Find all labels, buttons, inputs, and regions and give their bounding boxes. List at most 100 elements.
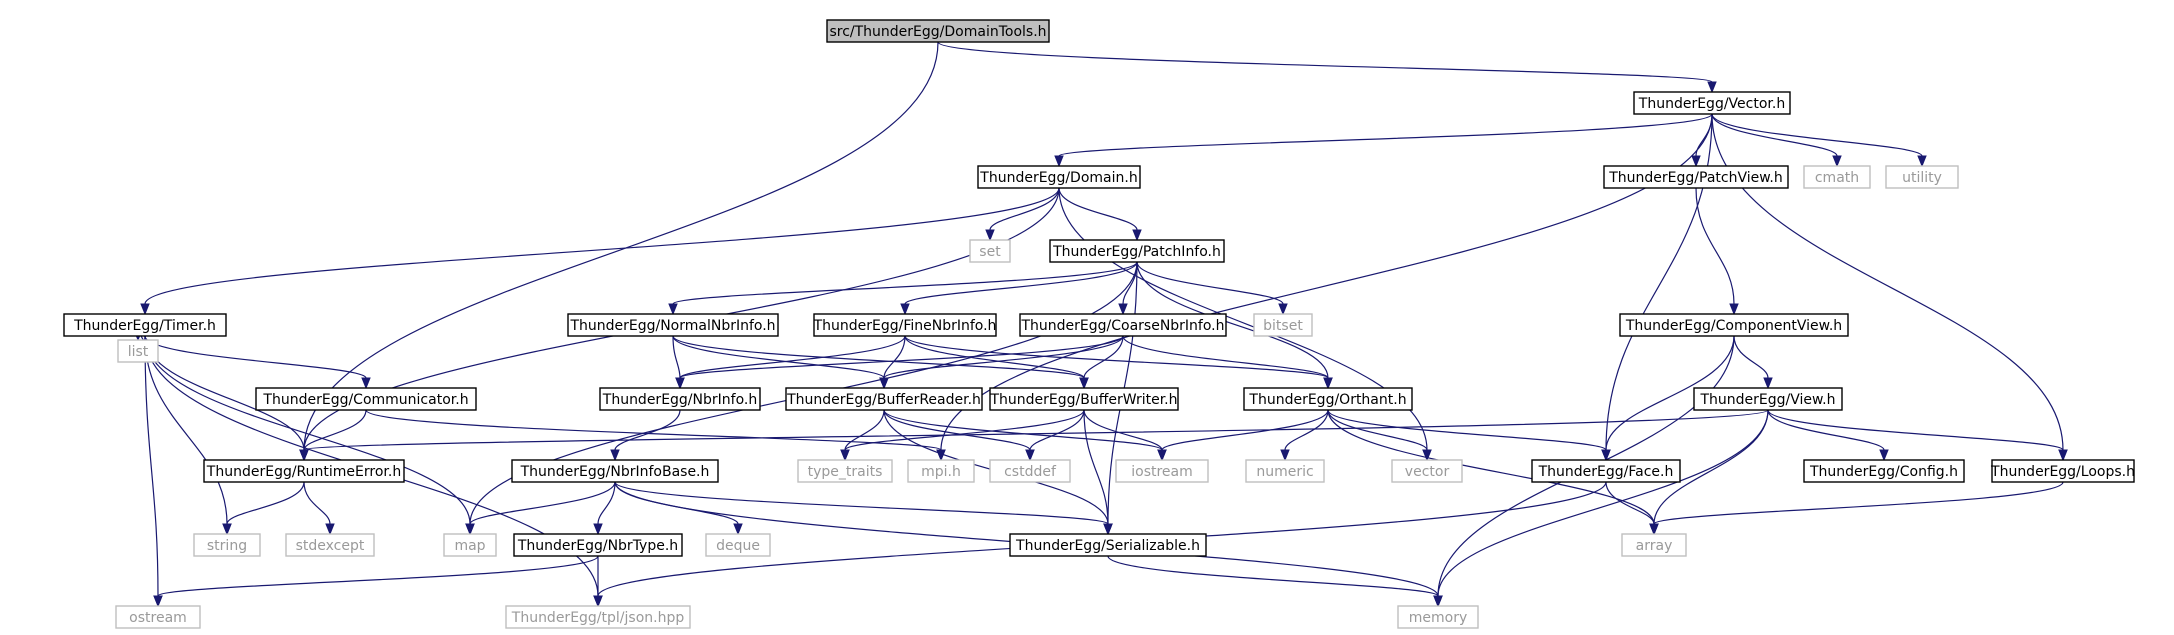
edge-nbrinfo_h-to-nbrinfobase_h xyxy=(610,409,681,462)
node-label: ThunderEgg/BufferReader.h xyxy=(786,392,981,408)
node-coarsenbrinfo-h[interactable]: ThunderEgg/CoarseNbrInfo.h xyxy=(1019,313,1227,337)
node-serializable-h[interactable]: ThunderEgg/Serializable.h xyxy=(1009,533,1207,557)
edge-domain_h-to-set xyxy=(985,187,1060,242)
node-view-h[interactable]: ThunderEgg/View.h xyxy=(1693,387,1843,411)
node-bitset: bitset xyxy=(1253,313,1313,337)
edge-view_h-to-config_h xyxy=(1767,409,1889,462)
node-box xyxy=(977,165,1141,189)
node-label: ThunderEgg/Config.h xyxy=(1809,464,1958,480)
edge-bufferwriter_h-to-iostream xyxy=(1083,409,1167,462)
node-label: ThunderEgg/Domain.h xyxy=(979,170,1137,186)
node-box xyxy=(285,533,375,557)
edge-vector_h-to-cmath xyxy=(1711,113,1842,168)
node-patchview-h[interactable]: ThunderEgg/PatchView.h xyxy=(1603,165,1789,189)
node-face-h[interactable]: ThunderEgg/Face.h xyxy=(1531,459,1681,483)
node-box xyxy=(1885,165,1959,189)
node-array: array xyxy=(1621,533,1687,557)
node-label: type_traits xyxy=(808,464,883,480)
node-label: cstddef xyxy=(1004,464,1057,480)
node-nbrinfo-h[interactable]: ThunderEgg/NbrInfo.h xyxy=(599,387,761,411)
edge-nbrinfobase_h-to-nbrtype_h xyxy=(593,481,616,536)
node-box xyxy=(513,533,683,557)
node-label: bitset xyxy=(1263,318,1303,334)
node-label: ostream xyxy=(129,610,187,626)
node-normalnbrinfo-h[interactable]: ThunderEgg/NormalNbrInfo.h xyxy=(567,313,779,337)
node-iostream: iostream xyxy=(1115,459,1209,483)
node-box xyxy=(705,533,771,557)
node-type-traits: type_traits xyxy=(797,459,893,483)
node-utility: utility xyxy=(1885,165,1959,189)
edge-patchinfo_h-to-finenbrinfo_h xyxy=(900,261,1138,316)
node-vector: vector xyxy=(1391,459,1463,483)
node-box xyxy=(63,313,227,337)
node-box xyxy=(1049,239,1225,263)
node-box xyxy=(1803,459,1965,483)
edge-timer_h-to-map xyxy=(144,335,475,536)
node-componentview-h[interactable]: ThunderEgg/ComponentView.h xyxy=(1619,313,1849,337)
node-box xyxy=(1397,605,1479,629)
node-label: utility xyxy=(1902,170,1942,186)
node-timer-h[interactable]: ThunderEgg/Timer.h xyxy=(63,313,227,337)
node-box xyxy=(117,339,159,363)
node-runtimeerror-h[interactable]: ThunderEgg/RuntimeError.h xyxy=(203,459,405,483)
node-label: ThunderEgg/Orthant.h xyxy=(1248,392,1406,408)
node-label: cmath xyxy=(1815,170,1859,186)
edge-view_h-to-loops_h xyxy=(1767,409,2068,462)
node-numeric: numeric xyxy=(1245,459,1325,483)
edge-patchinfo_h-to-normalnbrinfo_h xyxy=(668,261,1138,316)
node-label: numeric xyxy=(1256,464,1313,480)
node-string: string xyxy=(193,533,261,557)
node-box xyxy=(505,605,691,629)
node-bufferwriter-h[interactable]: ThunderEgg/BufferWriter.h xyxy=(989,387,1179,411)
node-label: iostream xyxy=(1131,464,1193,480)
edge-domaintools-to-vector_h xyxy=(937,41,1717,94)
node-box xyxy=(1991,459,2135,483)
node-label: array xyxy=(1636,538,1673,554)
node-deque: deque xyxy=(705,533,771,557)
node-mpi-h: mpi.h xyxy=(907,459,975,483)
node-label: ThunderEgg/NbrInfoBase.h xyxy=(520,464,710,480)
node-label: src/ThunderEgg/DomainTools.h xyxy=(829,24,1046,40)
node-label: ThunderEgg/NormalNbrInfo.h xyxy=(569,318,775,334)
node-nbrtype-h[interactable]: ThunderEgg/NbrType.h xyxy=(513,533,683,557)
node-label: ThunderEgg/PatchView.h xyxy=(1608,170,1782,186)
node-cstddef: cstddef xyxy=(989,459,1071,483)
edge-domain_h-to-patchinfo_h xyxy=(1058,187,1142,242)
edge-orthant_h-to-numeric xyxy=(1280,409,1329,462)
node-box xyxy=(567,313,779,337)
node-box xyxy=(797,459,893,483)
node-communicator-h[interactable]: ThunderEgg/Communicator.h xyxy=(255,387,477,411)
node-box xyxy=(599,387,761,411)
node-label: ThunderEgg/Face.h xyxy=(1538,464,1674,480)
node-label: ThunderEgg/NbrInfo.h xyxy=(602,392,757,408)
node-box xyxy=(511,459,719,483)
node-box xyxy=(1531,459,1681,483)
node-patchinfo-h[interactable]: ThunderEgg/PatchInfo.h xyxy=(1049,239,1225,263)
edges-layer xyxy=(133,41,2068,608)
node-bufferreader-h[interactable]: ThunderEgg/BufferReader.h xyxy=(785,387,983,411)
edge-nbrinfobase_h-to-serializable_h xyxy=(614,481,1113,536)
node-loops-h[interactable]: ThunderEgg/Loops.h xyxy=(1990,459,2135,483)
edge-domain_h-to-timer_h xyxy=(140,187,1060,316)
node-box xyxy=(115,605,201,629)
node-box xyxy=(1115,459,1209,483)
edge-runtimeerror_h-to-string xyxy=(222,481,305,536)
node-vector-h[interactable]: ThunderEgg/Vector.h xyxy=(1633,91,1791,115)
nodes-layer: src/ThunderEgg/DomainTools.hThunderEgg/V… xyxy=(63,19,2135,629)
node-domain-h[interactable]: ThunderEgg/Domain.h xyxy=(977,165,1141,189)
node-label: ThunderEgg/tpl/json.hpp xyxy=(511,610,685,626)
node-nbrinfobase-h[interactable]: ThunderEgg/NbrInfoBase.h xyxy=(511,459,719,483)
node-config-h[interactable]: ThunderEgg/Config.h xyxy=(1803,459,1965,483)
node-box xyxy=(203,459,405,483)
node-label: ThunderEgg/BufferWriter.h xyxy=(989,392,1177,408)
edge-orthant_h-to-iostream xyxy=(1157,409,1329,462)
node-box xyxy=(1603,165,1789,189)
node-box xyxy=(989,387,1179,411)
node-label: ThunderEgg/Serializable.h xyxy=(1015,538,1200,554)
node-domaintools[interactable]: src/ThunderEgg/DomainTools.h xyxy=(826,19,1050,43)
node-box xyxy=(1009,533,1207,557)
node-box xyxy=(1619,313,1849,337)
node-label: ThunderEgg/Timer.h xyxy=(73,318,216,334)
node-orthant-h[interactable]: ThunderEgg/Orthant.h xyxy=(1243,387,1413,411)
node-finenbrinfo-h[interactable]: ThunderEgg/FineNbrInfo.h xyxy=(813,313,997,337)
